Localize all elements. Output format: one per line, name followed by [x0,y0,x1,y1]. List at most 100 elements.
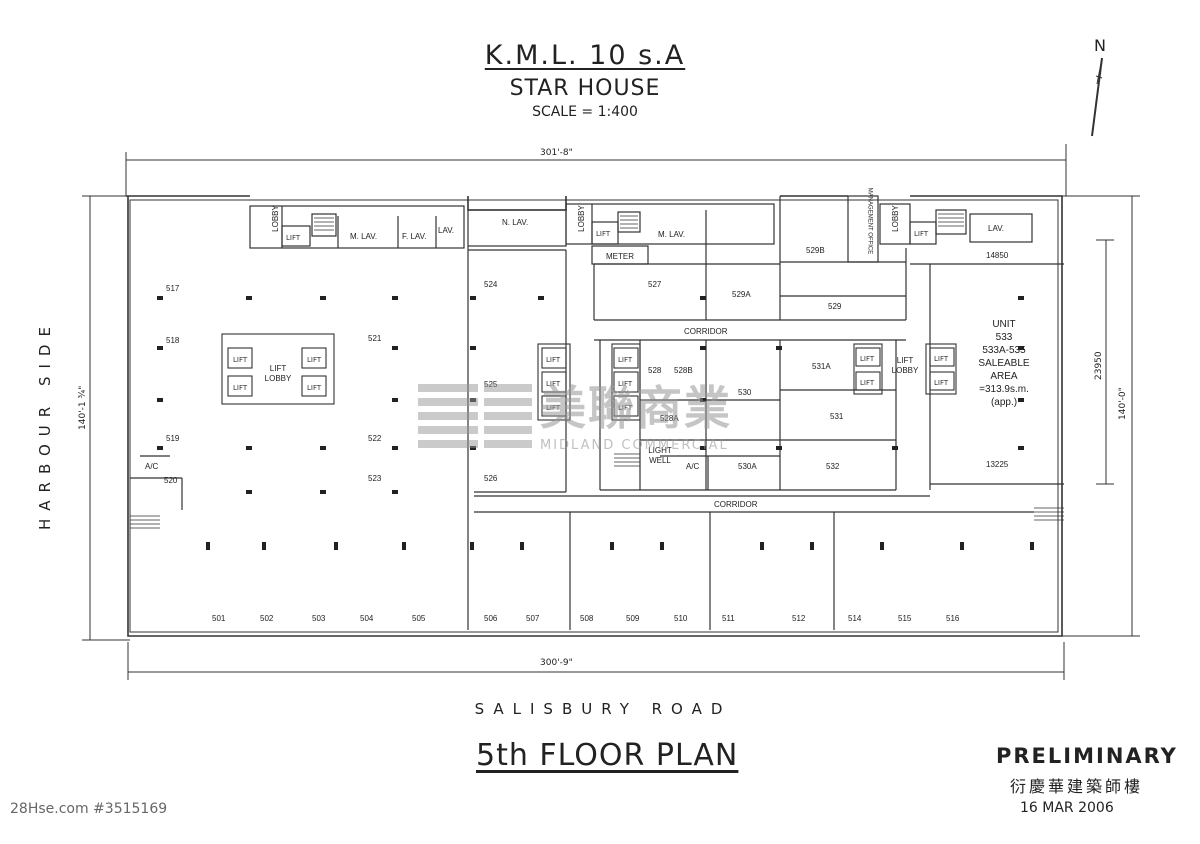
svg-text:LIFT: LIFT [934,355,949,363]
unit-number: 516 [946,614,960,623]
room-label: M. LAV. [658,230,686,239]
unit-number: 531 [830,412,844,421]
unit-533-dim-top: 14850 [986,251,1009,260]
unit-number: 502 [260,614,274,623]
unit-number: 520 [164,476,178,485]
svg-text:LIFT: LIFT [233,356,248,364]
unit-533-line: (app.) [990,397,1018,408]
room-label: METER [606,252,634,261]
unit-533-line: =313.9s.m. [979,384,1029,395]
unit-number: 532 [826,462,840,471]
svg-text:LIFT: LIFT [546,356,561,364]
watermark-english: MIDLAND COMMERCIAL [540,438,729,453]
unit-number: 518 [166,336,180,345]
svg-text:LIFT: LIFT [934,379,949,387]
unit-number: 529B [806,246,825,255]
unit-533-line: SALEABLE AREA [978,358,1030,382]
watermark-chinese: 美聯商業 [540,381,732,435]
unit-number: 529A [732,290,751,299]
room-label: A/C [145,462,159,471]
scale-label: SCALE = 1:400 [532,104,638,120]
svg-text:LIFT: LIFT [618,356,633,364]
architect-name: 衍慶華建築師樓 [1010,777,1144,796]
svg-text:LIFT: LIFT [914,230,929,238]
unit-number: 524 [484,280,498,289]
plan-title: K.M.L. 10 s.A [484,40,686,71]
stamp-date: 16 MAR 2006 [1020,800,1114,816]
room-label: LOBBY [890,205,900,232]
building-name: STAR HOUSE [509,76,661,101]
unit-533-line: 533 [995,332,1013,343]
unit-533-line: 533A-535 [982,345,1026,356]
unit-number: 530 [738,388,752,397]
svg-text:LIFT: LIFT [233,384,248,392]
svg-text:LIFT: LIFT [860,355,875,363]
room-label: LIFT LOBBY [264,364,292,383]
svg-text:LIFT: LIFT [596,230,611,238]
room-label: A/C [686,462,700,471]
unit-number: 523 [368,474,382,483]
unit-number: 531A [812,362,831,371]
unit-533-info: UNIT 533 533A-535 SALEABLE AREA =313.9s.… [968,318,1040,409]
unit-number: 515 [898,614,912,623]
unit-number: 514 [848,614,862,623]
dimension-bottom: 300'-9" [540,658,573,668]
preliminary-stamp: PRELIMINARY [996,744,1178,768]
unit-number: 503 [312,614,326,623]
svg-text:LIFT: LIFT [546,380,561,388]
listing-credit: 28Hse.com #3515169 [10,801,168,817]
unit-number: 527 [648,280,662,289]
unit-533-line: UNIT [992,319,1016,330]
unit-number: 504 [360,614,374,623]
dimension-right: 140'-0" [1118,387,1128,420]
room-label: LAV. [438,226,455,235]
unit-number: 506 [484,614,498,623]
corridor-label: CORRIDOR [684,327,728,336]
unit-number: 509 [626,614,640,623]
unit-number: 507 [526,614,540,623]
unit-number: 528B [674,366,693,375]
room-label: N. LAV. [502,218,529,227]
watermark-logo-icon [418,384,532,448]
unit-number: 519 [166,434,180,443]
room-label: LOBBY [576,205,586,232]
unit-533-dim-bottom: 13225 [986,460,1009,469]
room-label: F. LAV. [402,232,427,241]
unit-number: 501 [212,614,226,623]
floor-plan-label: 5th FLOOR PLAN [476,738,739,773]
room-label: LIGHT WELL [648,446,672,465]
north-label: N [1094,36,1106,55]
room-label: M. LAV. [350,232,378,241]
unit-number: 528A [660,414,679,423]
room-label: LOBBY [270,205,280,232]
dimension-right-inner: 23950 [1094,351,1104,380]
unit-number: 529 [828,302,842,311]
unit-number: 517 [166,284,180,293]
north-arrow-icon [1091,57,1103,137]
unit-number: 505 [412,614,426,623]
unit-number: 530A [738,462,757,471]
corridor-label: CORRIDOR [714,500,758,509]
svg-text:LIFT: LIFT [860,379,875,387]
svg-text:LIFT: LIFT [286,234,301,242]
room-label: MANAGEMENT OFFICE [866,187,873,255]
unit-number: 522 [368,434,382,443]
svg-text:LIFT: LIFT [546,404,561,412]
room-label: LAV. [988,224,1005,233]
room-label: LIFT LOBBY [891,356,919,375]
dimension-top: 301'-8" [540,148,573,158]
unit-number: 526 [484,474,498,483]
unit-number: 521 [368,334,382,343]
svg-text:LIFT: LIFT [307,384,322,392]
svg-text:LIFT: LIFT [618,404,633,412]
svg-text:LIFT: LIFT [307,356,322,364]
harbour-side-label: HARBOUR SIDE [36,319,54,531]
svg-text:LIFT: LIFT [618,380,633,388]
unit-number: 528 [648,366,662,375]
unit-number: 511 [722,614,735,623]
dimension-left: 140'-1 ¾" [78,385,88,430]
unit-number: 510 [674,614,688,623]
road-label: SALISBURY ROAD [474,700,732,718]
unit-number: 512 [792,614,806,623]
